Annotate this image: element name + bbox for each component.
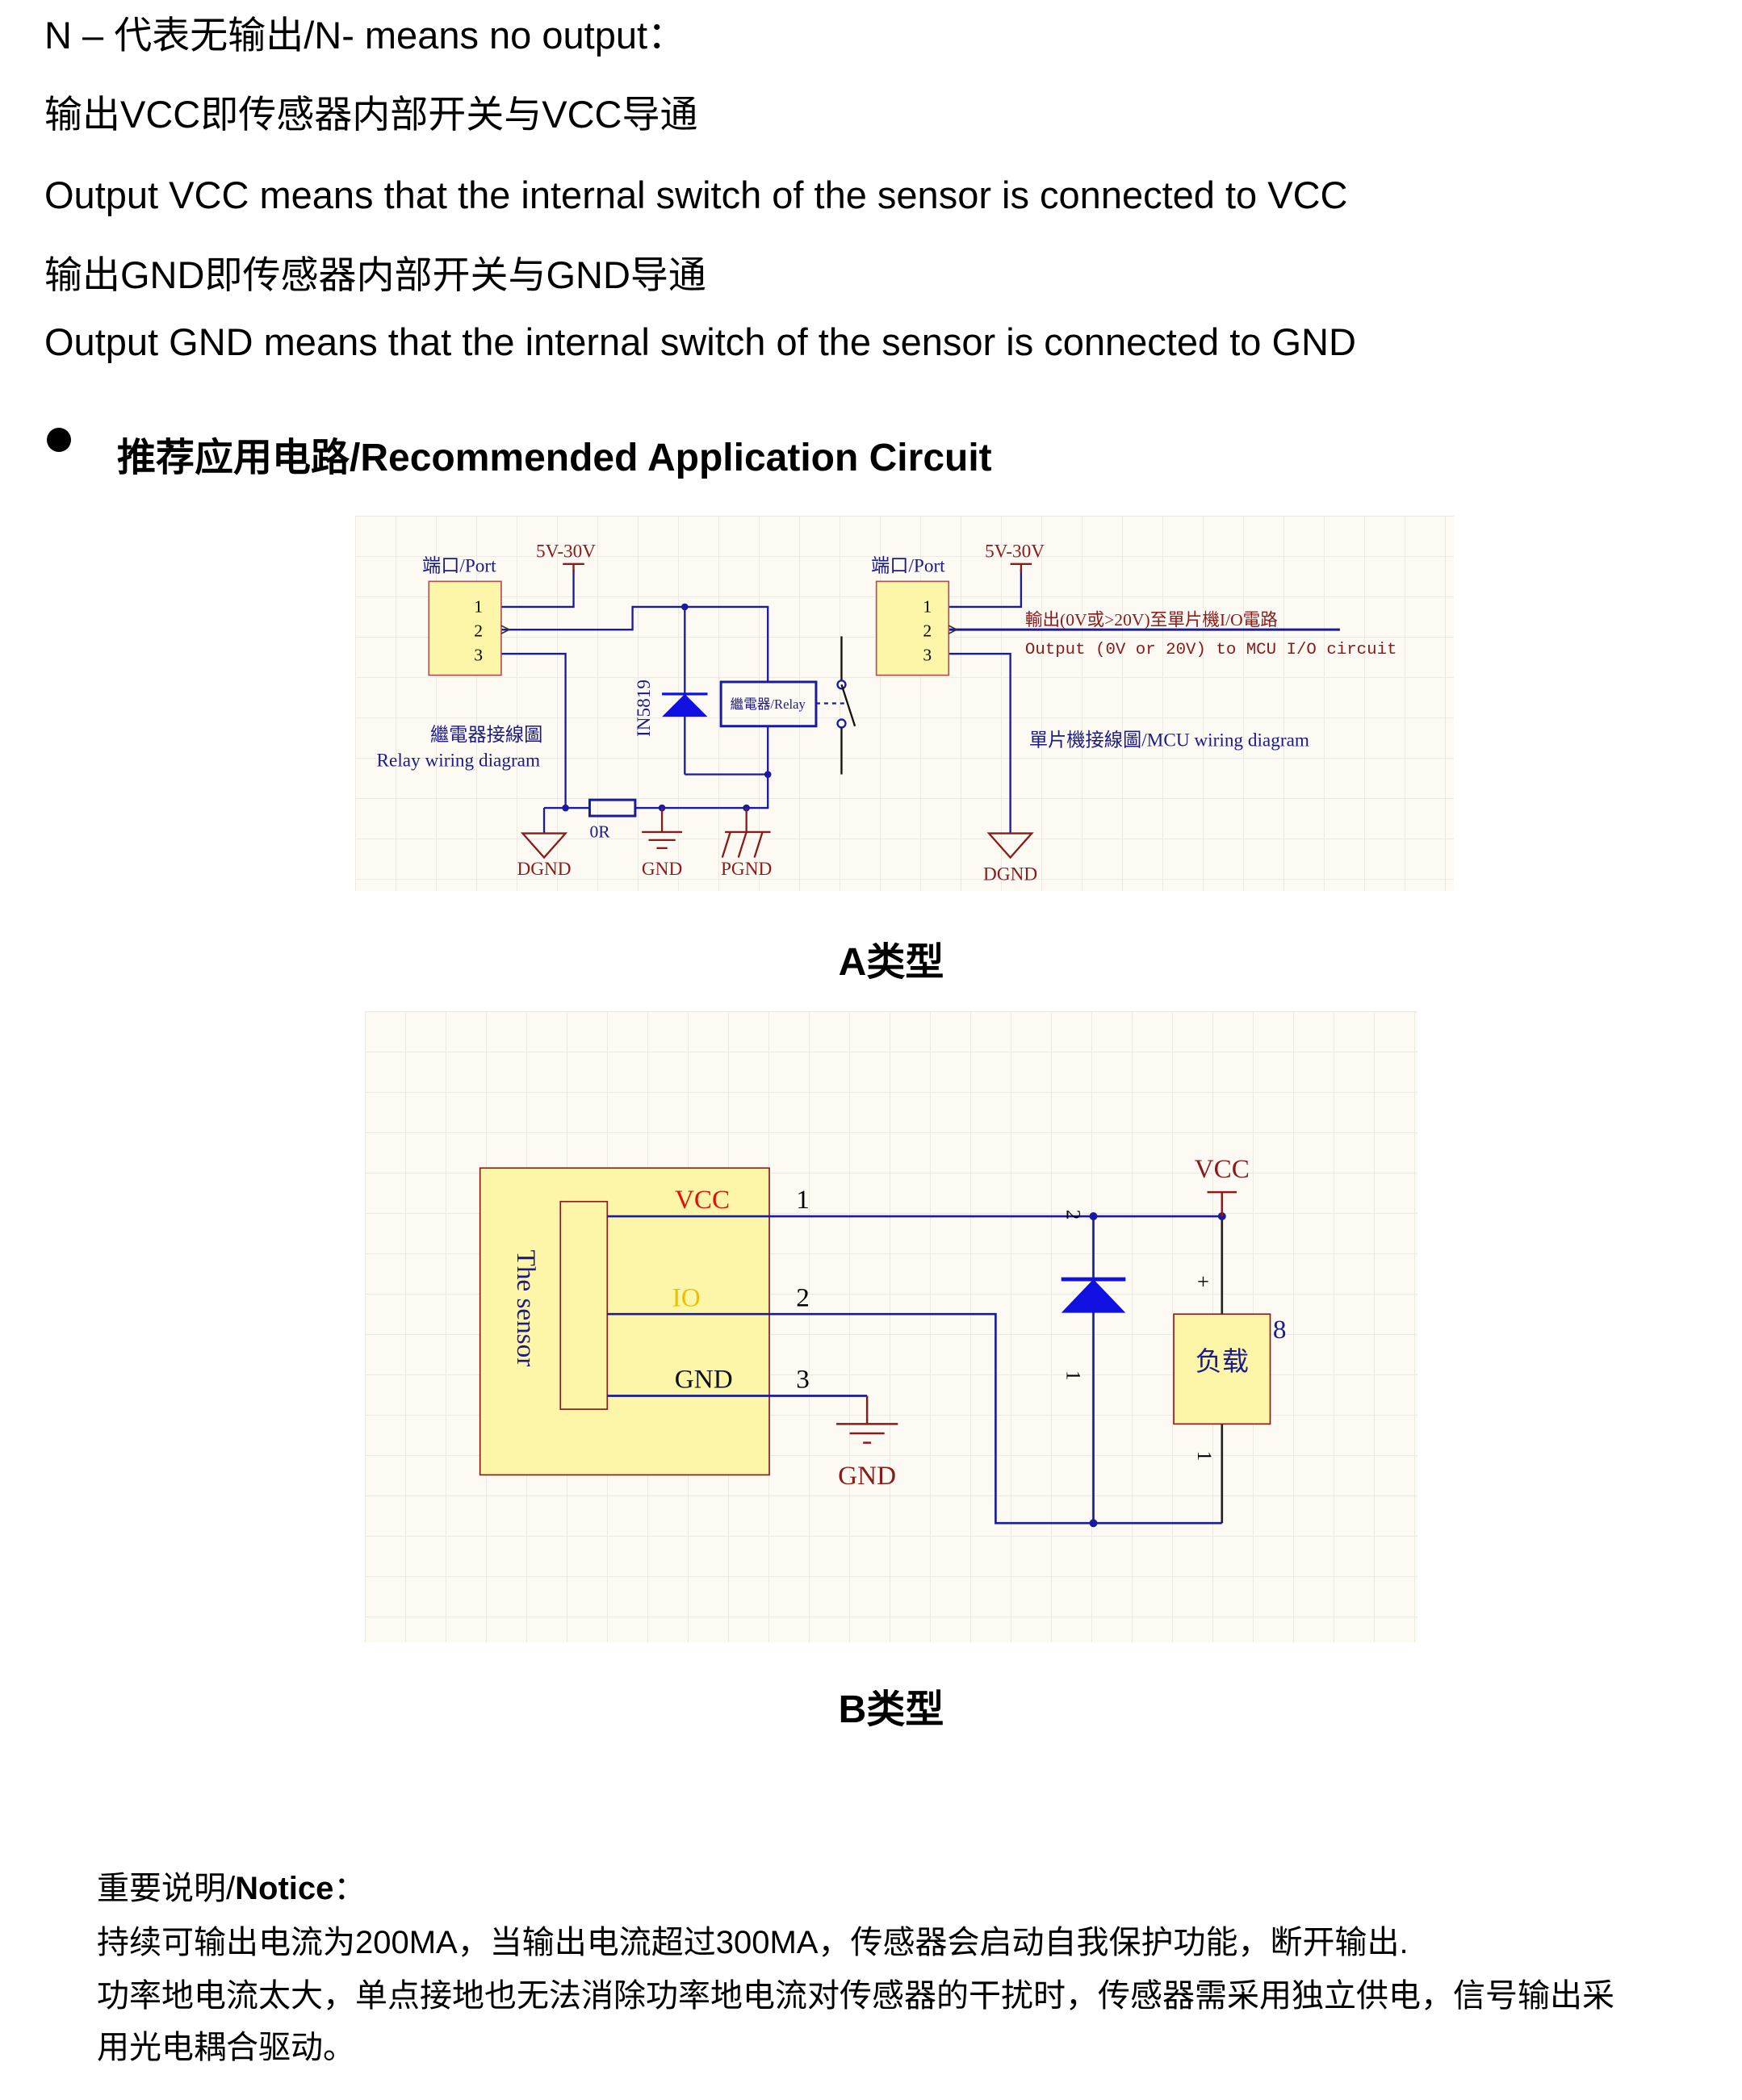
pin-3-left: 3	[474, 645, 483, 664]
gnd-label: GND	[642, 859, 682, 880]
resistor-0r	[588, 798, 637, 818]
diagram-a: 端口/Port 5V-30V 1 2 3 IN5819 繼電器/Relay 0R…	[355, 516, 1454, 891]
section-heading: 推荐应用电路/Recommended Application Circuit	[117, 437, 992, 479]
supply-label-right: 5V-30V	[985, 541, 1045, 562]
sensor-label: The sensor	[511, 1250, 541, 1367]
diagram-b-svg: The sensor VCC IO GND 1 2 3 GND VCC 2 1 …	[479, 1154, 1287, 1528]
relay-caption-cn: 繼電器接線圖	[430, 725, 542, 746]
notice-line-1: 持续可输出电流为200MA，当输出电流超过300MA，传感器会启动自我保护功能，…	[97, 1925, 1409, 1960]
pgnd-label: PGND	[721, 859, 772, 880]
diagram-a-title: A类型	[838, 941, 944, 984]
junctions-a	[562, 603, 772, 812]
dgnd-symbol-left	[520, 832, 568, 860]
wire-vcc-right	[948, 569, 1023, 609]
pin-2-right: 2	[923, 621, 932, 640]
load-pin: 1	[1193, 1451, 1215, 1461]
text-line-no-output: N – 代表无输出/N- means no output：	[44, 14, 686, 56]
dgnd-label-right: DGND	[983, 864, 1037, 885]
supply-label-left: 5V-30V	[536, 541, 596, 562]
sensor-connector	[559, 1200, 609, 1410]
notice-title-colon: ：	[333, 1871, 366, 1906]
diode-label: IN5819	[634, 680, 655, 737]
wire-pin3-right	[948, 652, 1011, 834]
dgnd-label-left: DGND	[517, 859, 571, 880]
output-label-cn: 輸出(0V或>20V)至單片機I/O電路	[1025, 610, 1278, 630]
resistor-label: 0R	[589, 822, 610, 842]
vcc-symbol-label: VCC	[1195, 1154, 1250, 1184]
gnd-symbol-label: GND	[838, 1461, 896, 1491]
pin-2-left: 2	[474, 621, 483, 640]
pin-3-right: 3	[923, 645, 932, 664]
load-plus: +	[1197, 1270, 1209, 1294]
notice-title: 重要说明/Notice：	[97, 1872, 366, 1905]
relay-caption-en: Relay wiring diagram	[377, 751, 541, 772]
notice-title-en: Notice	[235, 1871, 334, 1906]
port-label-right: 端口/Port	[871, 556, 945, 577]
text-line-gnd-en: Output GND means that the internal switc…	[44, 320, 1356, 363]
wire-pin3-left	[500, 652, 567, 809]
wire-vcc-left	[500, 569, 575, 609]
load-box	[1173, 1313, 1271, 1425]
bullet-icon	[47, 428, 71, 452]
text-line-vcc-en: Output VCC means that the internal switc…	[44, 174, 1348, 216]
vcc-pin-label: VCC	[675, 1185, 730, 1215]
vcc-symbol	[1207, 1190, 1237, 1217]
gnd-symbol	[835, 1395, 898, 1444]
diode-icon	[1061, 1279, 1126, 1313]
diode-pin-1: 1	[1062, 1370, 1083, 1380]
pin-number-3: 3	[796, 1365, 810, 1395]
notice-title-cn: 重要说明/	[97, 1871, 236, 1906]
io-pin-label: IO	[672, 1282, 701, 1312]
pin-number-1: 1	[796, 1185, 810, 1215]
load-label: 负载	[1196, 1347, 1249, 1377]
gnd-symbol	[642, 808, 682, 850]
pgnd-symbol	[721, 808, 771, 858]
diagram-b-title: B类型	[838, 1688, 944, 1731]
wire-relay-bottom	[634, 726, 769, 809]
load-designator: 8	[1273, 1315, 1287, 1345]
text-line-vcc-cn: 输出VCC即传感器内部开关与VCC导通	[44, 93, 698, 136]
relay-switch-icon	[815, 636, 856, 775]
diagram-b: The sensor VCC IO GND 1 2 3 GND VCC 2 1 …	[365, 1011, 1417, 1642]
dgnd-symbol-right	[986, 832, 1034, 860]
gnd-pin-label: GND	[675, 1365, 733, 1395]
pin-number-2: 2	[796, 1282, 810, 1312]
wire-io	[607, 1312, 1222, 1525]
port-right-box	[875, 580, 950, 676]
port-left-box	[428, 580, 502, 676]
notice-line-2: 功率地电流太大，单点接地也无法消除功率地电流对传感器的干扰时，传感器需采用独立供…	[97, 1978, 1614, 2014]
relay-label: 繼電器/Relay	[731, 697, 806, 712]
output-label-en: Output (0V or 20V) to MCU I/O circuit	[1025, 641, 1397, 659]
notice-line-3: 用光电耦合驱动。	[97, 2030, 355, 2065]
mcu-caption: 單片機接線圖/MCU wiring diagram	[1029, 730, 1309, 751]
sensor-box	[479, 1167, 770, 1476]
wire-pin2-left	[500, 605, 769, 682]
junctions-b	[1089, 1212, 1226, 1528]
pin-arrow-icon	[948, 625, 959, 634]
pin-1-left: 1	[474, 597, 483, 617]
diode-pin-2: 2	[1062, 1210, 1083, 1219]
pin-1-right: 1	[923, 597, 932, 617]
diode-icon	[662, 693, 708, 717]
text-line-gnd-cn: 输出GND即传感器内部开关与GND导通	[44, 253, 706, 296]
port-label-left: 端口/Port	[422, 556, 496, 577]
diagram-a-svg: 端口/Port 5V-30V 1 2 3 IN5819 繼電器/Relay 0R…	[377, 541, 1397, 885]
pin-arrow-icon	[500, 625, 511, 634]
